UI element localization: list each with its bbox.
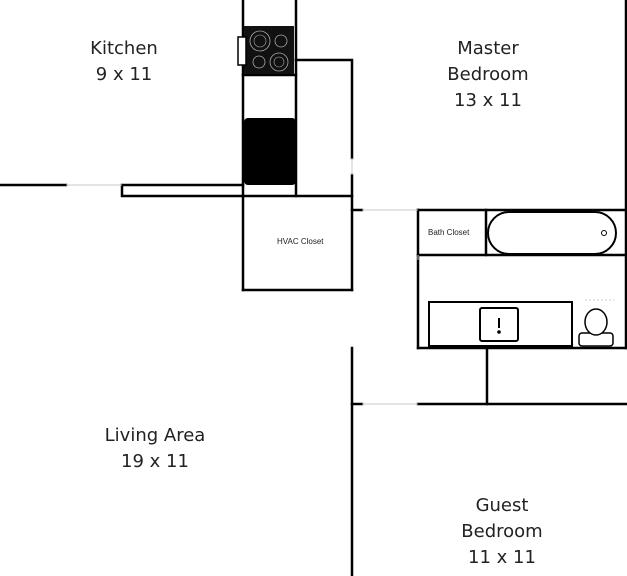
toilet-icon — [578, 308, 614, 347]
living-area-label: Living Area 19 x 11 — [85, 423, 225, 475]
guest-bedroom-label: Guest Bedroom 11 x 11 — [447, 493, 557, 571]
master-bedroom-size: 13 x 11 — [454, 90, 522, 111]
master-bedroom-name-line1: Master — [457, 38, 519, 59]
stove-icon — [237, 26, 294, 74]
kitchen-size: 9 x 11 — [95, 64, 153, 85]
guest-bedroom-name-line1: Guest — [475, 495, 529, 516]
guest-bedroom-name-line2: Bedroom — [461, 521, 543, 542]
master-bedroom-name-line2: Bedroom — [447, 64, 529, 85]
living-area-size: 19 x 11 — [121, 451, 189, 472]
kitchen-name: Kitchen — [90, 38, 158, 59]
openings — [66, 158, 614, 405]
bath-closet-label: Bath Closet — [428, 228, 470, 237]
kitchen-counter-peninsula — [120, 183, 245, 198]
master-bedroom-label: Master Bedroom 13 x 11 — [433, 36, 543, 114]
refrigerator-icon — [244, 118, 296, 185]
guest-bedroom-size: 11 x 11 — [468, 547, 536, 568]
kitchen-label: Kitchen 9 x 11 — [76, 36, 172, 88]
wall-hall-upper — [294, 58, 354, 160]
living-area-name: Living Area — [104, 425, 206, 446]
vanity-sink-icon — [428, 301, 573, 347]
bathtub-icon — [487, 211, 617, 255]
hvac-closet-label: HVAC Closet — [277, 237, 324, 246]
